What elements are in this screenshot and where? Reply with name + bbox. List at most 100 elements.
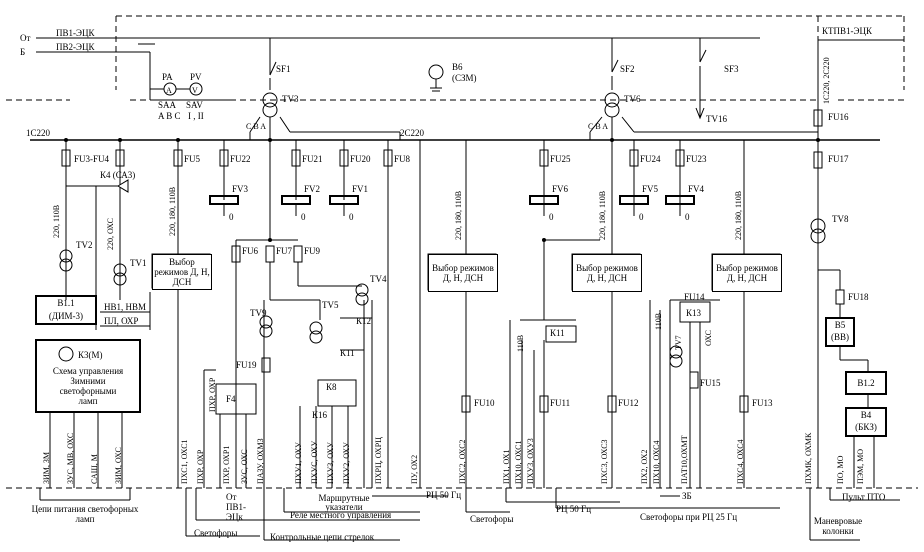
pl-label: ПЛ, ОХР bbox=[104, 316, 139, 326]
shunting-columns-label: Маневровые колонки bbox=[813, 516, 863, 536]
signals-label-right: Светофоры bbox=[470, 514, 514, 524]
fv6-label: FV6 bbox=[552, 184, 569, 194]
fuse-fu25-label: FU25 bbox=[550, 154, 571, 164]
far-right-bottom-label: ПЭМ, МО bbox=[856, 448, 865, 484]
pto-panel-label: Пульт ПТО bbox=[842, 492, 886, 502]
mid-bottom-label: ПХУС, ОХУ bbox=[310, 440, 319, 484]
left-bottom-label: САШ, М bbox=[90, 454, 99, 484]
pv-label: PV bbox=[190, 72, 202, 82]
phase-labels-left: C B A bbox=[246, 122, 267, 131]
light-circuit-footer: Цепи питания светофорных ламп bbox=[31, 504, 139, 524]
fuse-fu13-label: FU13 bbox=[752, 398, 773, 408]
v220-label: 220, 110В bbox=[52, 204, 61, 238]
b6-label: B6 bbox=[452, 62, 463, 72]
v220-180-label: 220, 180, 110В bbox=[168, 186, 177, 236]
tv9-label: TV9 bbox=[250, 308, 267, 318]
fv1-label: FV1 bbox=[352, 184, 369, 194]
sf1-label: SF1 bbox=[276, 64, 291, 74]
mid-bottom-label: ПУ, ОХ2 bbox=[410, 454, 419, 484]
fuse-fu15-label: FU15 bbox=[700, 378, 721, 388]
feed-right-vertical: 1С220, 2С220 bbox=[822, 57, 831, 104]
switch-control-label: Контрольные цепи стрелок bbox=[270, 532, 375, 542]
fv1-ground: 0 bbox=[349, 212, 354, 222]
tv3-label: TV3 bbox=[282, 94, 299, 104]
tv2-label: TV2 bbox=[76, 240, 93, 250]
right-bottom-label: ПХС3, ОХС3 bbox=[600, 439, 609, 484]
left-bottom-label: ЗИМ, ОХС bbox=[114, 447, 123, 484]
fv4-label: FV4 bbox=[688, 184, 705, 194]
oxc-label: ОХС bbox=[704, 330, 713, 346]
zb-label: ЗБ bbox=[682, 491, 692, 501]
relay-k16-label: К16 bbox=[312, 410, 328, 420]
right-bottom-label: ПХ2, ОХ2 bbox=[640, 449, 649, 484]
fuse-fu3-fu4-label: FU3-FU4 bbox=[74, 154, 110, 164]
fv6-ground: 0 bbox=[549, 212, 554, 222]
rc50-label-right: РЦ 50 Гц bbox=[556, 504, 592, 514]
fuse-fu5-label: FU5 bbox=[184, 154, 201, 164]
pv1-label: ПВ1- bbox=[226, 502, 246, 512]
light-control-scheme: Схема управления Зимними светофорными ла… bbox=[52, 366, 124, 406]
mid-bottom-label: ПХР, ОХР bbox=[196, 449, 205, 484]
fuse-fu16-label: FU16 bbox=[828, 112, 849, 122]
relay-f4-label: F4 bbox=[226, 394, 236, 404]
ets-label: ЭЦк bbox=[226, 512, 243, 522]
fuse-fu12-label: FU12 bbox=[618, 398, 639, 408]
fuse-fu20-label: FU20 bbox=[350, 154, 371, 164]
b11-label: B1.1 bbox=[57, 298, 75, 308]
right-bottom-label: ПХС2, ОХС2 bbox=[458, 439, 467, 484]
tv1-label: TV1 bbox=[130, 258, 147, 268]
mid-bottom-label: ПХС1, ОХС1 bbox=[180, 439, 189, 484]
v220-180-label: 220, 180, 110В bbox=[454, 190, 463, 240]
phase-labels-right: C B A bbox=[588, 122, 609, 131]
saa-label: SAA bbox=[158, 100, 177, 110]
fuse-fu10-label: FU10 bbox=[474, 398, 495, 408]
fuse-fu9-label: FU9 bbox=[304, 246, 321, 256]
tv6-label: TV6 bbox=[624, 94, 641, 104]
mid-bottom-label: ПХУ3, ОХУ bbox=[326, 442, 335, 484]
pa-label: PA bbox=[162, 72, 173, 82]
relay-k8-label: К8 bbox=[326, 382, 337, 392]
far-right-bottom-label: ПХМК, ОХМК bbox=[804, 432, 813, 484]
route-indicators-label: Маршрутные указатели bbox=[318, 493, 370, 512]
right-bottom-label: ПХС4, ОХС4 bbox=[736, 439, 745, 484]
fv2-label: FV2 bbox=[304, 184, 321, 194]
v220-oxs-label: 220, ОХС bbox=[106, 218, 115, 250]
fuse-fu24-label: FU24 bbox=[640, 154, 661, 164]
fuse-fu17-label: FU17 bbox=[828, 154, 849, 164]
fuse-fu14-label: FU14 bbox=[684, 292, 705, 302]
signals-label-mid: Светофоры bbox=[194, 528, 238, 538]
right-bottom-label: ПХ1, ОХ1 bbox=[502, 449, 511, 484]
b4-sub-label: (БКЗ) bbox=[855, 422, 877, 432]
mode-select-box: Выбор режимов Д, Н, ДСН bbox=[428, 254, 498, 292]
mode-select-box: Выбор режимов Д, Н, ДСН bbox=[152, 254, 212, 290]
sav-label: SAV bbox=[186, 100, 203, 110]
right-bottom-label: ПХ10, ОХС4 bbox=[652, 440, 661, 484]
b11-sub-label: (ДИМ-3) bbox=[48, 311, 84, 321]
k4-label: К4 (СА3) bbox=[100, 170, 136, 180]
b5-label: B5 bbox=[834, 320, 846, 330]
b4-label: B4 bbox=[860, 410, 872, 420]
fv4-ground: 0 bbox=[685, 212, 690, 222]
feed-pv2-label: ПВ2-ЭЦК bbox=[56, 42, 95, 52]
mid-bottom-label: ПХР, ОХР bbox=[208, 377, 217, 412]
left-bottom-label: ЗУС, МВ, ОХС bbox=[66, 432, 75, 484]
rc50-label-mid: РЦ 50 Гц bbox=[426, 490, 462, 500]
far-right-bottom-label: ПО, МО bbox=[836, 455, 845, 484]
right-bottom-label: ПХ10, ОХС1 bbox=[514, 440, 523, 484]
fv5-label: FV5 bbox=[642, 184, 659, 194]
v110-label: 110В bbox=[516, 334, 525, 352]
ot-label: От bbox=[226, 492, 237, 502]
left-bottom-label: ЗИМ, ЗМ bbox=[42, 451, 51, 484]
relay-k12-label: К12 bbox=[356, 316, 372, 326]
relay-k11-label: К11 bbox=[340, 348, 355, 358]
b5-sub-label: (ВВ) bbox=[831, 332, 849, 342]
v220-180-label: 220, 180, 110В bbox=[734, 190, 743, 240]
mid-bottom-label: ПХРЦ, ОХРЦ bbox=[374, 437, 383, 484]
feed-label-ot: От bbox=[20, 33, 31, 43]
bus-1c220-label: 1С220 bbox=[26, 128, 51, 138]
mid-bottom-label: ПХР, ОХР1 bbox=[222, 445, 231, 484]
sav-phases: I , II bbox=[188, 111, 204, 121]
fv3-label: FV3 bbox=[232, 184, 249, 194]
fuse-fu22-label: FU22 bbox=[230, 154, 251, 164]
v220-180-label: 220, 180, 110В bbox=[598, 190, 607, 240]
